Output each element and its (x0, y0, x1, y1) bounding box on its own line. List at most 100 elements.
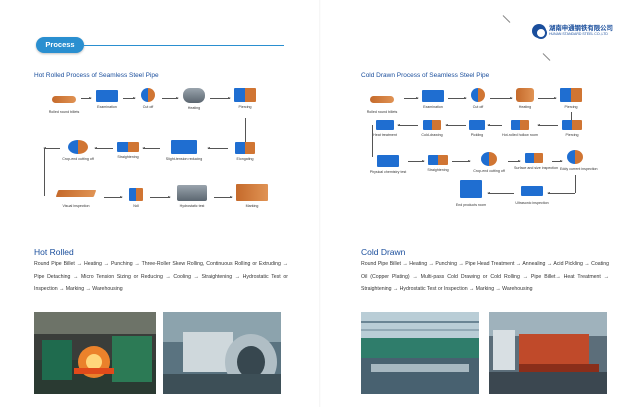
cold-step-14: Surface and size inspection (514, 153, 558, 170)
flow-arrow (94, 147, 113, 149)
flow-connector (372, 125, 373, 157)
marking-icon (236, 184, 268, 201)
cold-step-8: Pickling (466, 120, 488, 137)
decor-slash (502, 15, 511, 23)
cold-process-title: Cold Drawn Process of Seamless Steel Pip… (361, 72, 490, 79)
piercing-icon (560, 88, 582, 102)
flow-arrow (538, 97, 557, 99)
flow-arrow (487, 192, 514, 194)
cold-step-6: Piercing (558, 120, 586, 137)
hot-step-5: Piercing (230, 88, 260, 109)
pickling-icon (469, 120, 485, 130)
flow-arrow (43, 147, 60, 149)
flow-arrow (123, 97, 136, 99)
workshop-photo (361, 312, 479, 394)
cold-step-7: Hot-rolled hollow room (502, 120, 538, 137)
visual-inspection-icon (55, 190, 97, 197)
hot-step-2: Examination (90, 90, 124, 109)
hot-step-9: Crop-end cutting off (60, 140, 96, 161)
hot-rolled-text: Round Pipe Billet → Heating → Punching →… (34, 261, 288, 292)
crop-end-icon (68, 140, 88, 154)
cold-drawn-text: Round Pipe Billet → Heating → Punching →… (361, 261, 609, 292)
flow-arrow (214, 196, 233, 198)
straightening-icon (428, 155, 448, 165)
flow-arrow (452, 160, 471, 162)
flow-arrow (537, 124, 558, 126)
cold-drawing-icon (423, 120, 441, 130)
hot-step-13: Marking (232, 184, 272, 208)
cold-step-2: Examination (418, 90, 448, 109)
flow-arrow (397, 124, 418, 126)
flow-arrow (508, 160, 521, 162)
cold-step-15: Eddy current inspection (560, 150, 598, 171)
examination-icon (422, 90, 444, 102)
flow-arrow (408, 160, 425, 162)
hot-step-4: Heating (178, 88, 210, 110)
chemistry-test-icon (377, 155, 399, 167)
flow-connector (575, 175, 576, 193)
flow-arrow (487, 124, 502, 126)
cold-step-17: End products room (454, 180, 488, 207)
cold-step-5: Piercing (556, 88, 586, 109)
heat-treatment-icon (376, 120, 394, 130)
ndi-icon (129, 188, 143, 201)
cold-drawn-heading: Cold Drawn (361, 247, 406, 257)
flow-arrow (448, 97, 467, 99)
hot-step-6: Elongating (228, 142, 262, 161)
flow-arrow (210, 97, 231, 99)
hot-step-7: Slight-tension reducing (160, 140, 208, 161)
section-divider (84, 45, 284, 46)
flow-arrow (162, 97, 179, 99)
cold-step-1: Rolled round billets (360, 92, 404, 114)
hot-step-8: Straightening (113, 142, 143, 159)
hot-step-1: Rolled round billets (44, 92, 84, 114)
flow-arrow (404, 97, 419, 99)
reducing-icon (171, 140, 197, 154)
flow-arrow (445, 124, 466, 126)
flow-arrow (142, 147, 160, 149)
hydrostatic-test-icon (177, 185, 207, 201)
round-billet-icon (52, 96, 76, 103)
flow-arrow (150, 196, 171, 198)
pipe-machine-photo (163, 312, 281, 394)
flow-arrow (81, 97, 92, 99)
cold-step-4: Heating (512, 88, 538, 109)
flow-connector (44, 148, 45, 196)
decor-slash (542, 53, 551, 61)
cold-step-10: Heat treatment (372, 120, 398, 137)
eddy-current-icon (567, 150, 583, 164)
flow-connector (571, 112, 572, 122)
elongating-icon (235, 142, 255, 154)
flow-arrow (104, 196, 123, 198)
cut-off-icon (141, 88, 155, 102)
cold-step-3: Cut off (466, 88, 490, 109)
ultrasonic-icon (521, 186, 543, 196)
straightening-icon (117, 142, 139, 152)
flow-connector (245, 118, 246, 142)
cold-step-13: Crop-end cutting off (470, 152, 508, 173)
hot-step-11: NdI (124, 188, 148, 208)
hot-step-10: Visual inspection (52, 190, 100, 208)
cold-step-16: Ultrasonic inspection (514, 186, 550, 205)
hot-mill-photo (34, 312, 156, 394)
piercing-icon (562, 120, 582, 130)
hot-rolled-heading: Hot Rolled (34, 247, 74, 257)
flow-arrow (547, 192, 575, 194)
cold-drawing-line-photo (489, 312, 607, 394)
end-products-icon (460, 180, 482, 198)
hollow-room-icon (511, 120, 529, 130)
cut-off-icon (471, 88, 485, 102)
company-logo: 湖南申通钢铁有限公司 HUNAN STANDARD STEEL CO.,LTD (532, 22, 616, 42)
round-billet-icon (370, 96, 394, 103)
hot-process-title: Hot Rolled Process of Seamless Steel Pip… (34, 72, 159, 79)
cold-step-9: Cold-drawing (418, 120, 446, 137)
section-pill: Process (36, 37, 84, 53)
flow-arrow (207, 147, 228, 149)
flow-arrow (490, 97, 513, 99)
cold-step-12: Straightening (424, 155, 452, 172)
heating-furnace-icon (516, 88, 534, 102)
hot-step-3: Cut off (134, 88, 162, 109)
hot-step-12: Hydrostatic test (170, 185, 214, 208)
page-fold (319, 0, 321, 407)
